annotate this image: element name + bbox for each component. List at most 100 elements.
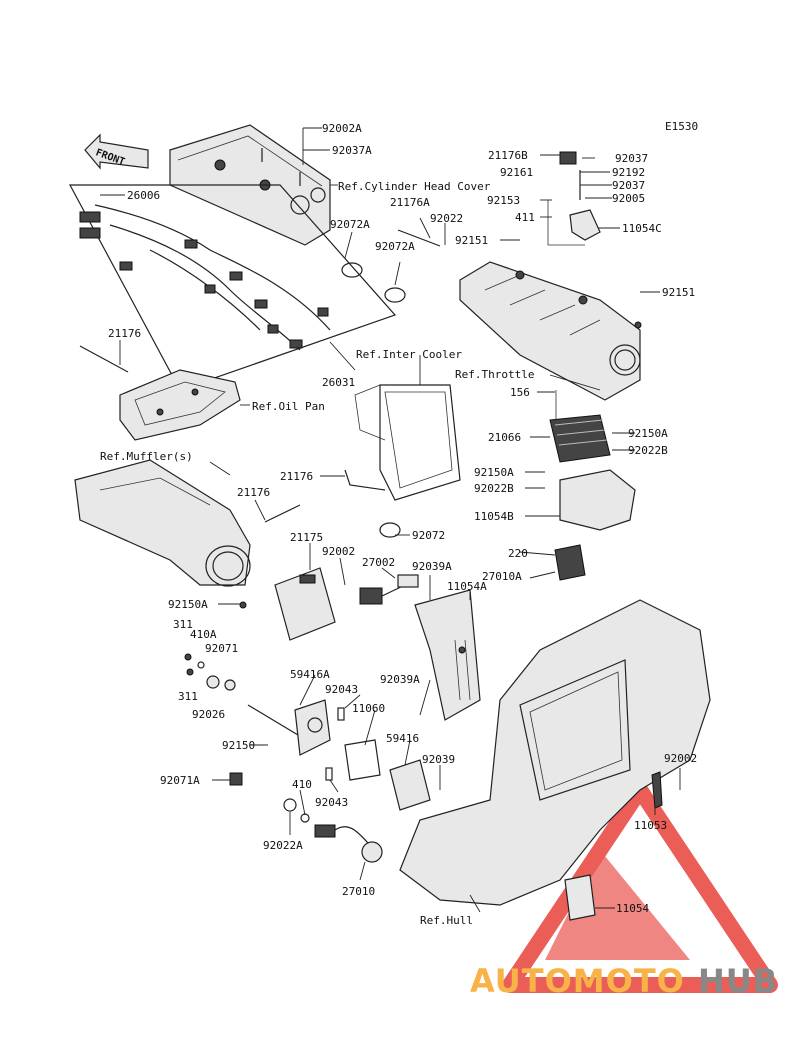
sensor-27010 [314, 824, 383, 863]
nut-311-b [186, 668, 194, 676]
part-label: 92002 [664, 752, 697, 765]
part-label: 92022B [628, 444, 668, 457]
bracket-11054c [547, 151, 601, 246]
clamp-92072a-left [341, 262, 363, 278]
part-label: 92161 [500, 166, 533, 179]
part-label: 92022 [430, 212, 463, 225]
part-label: 92039 [422, 753, 455, 766]
washer-92150a-ecu [239, 601, 247, 609]
bracket-11054a [414, 589, 481, 721]
part-label: 21176 [108, 327, 141, 340]
watermark-auto: AUTOMOTO [470, 962, 685, 1000]
part-label: 92150A [628, 427, 668, 440]
watermark-text: AUTOMOTO HUB [470, 962, 778, 1000]
part-label: 92043 [325, 683, 358, 696]
ref-cylinder-head-cover: Ref.Cylinder Head Cover [338, 180, 491, 193]
part-label: 21066 [488, 431, 521, 444]
sensor-21176-cooler [344, 469, 386, 491]
sensor-21176-oilpan [79, 345, 129, 373]
part-label: 11054 [616, 902, 649, 915]
part-label: 59416A [290, 668, 330, 681]
clamp-92072a-right [384, 287, 406, 303]
clamp-92072 [379, 522, 401, 538]
part-label: 92026 [192, 708, 225, 721]
inter-cooler [354, 384, 461, 501]
watermark-hub: HUB [698, 962, 778, 1000]
bracket-11054b [559, 469, 636, 531]
part-label: 21175 [290, 531, 323, 544]
part-label: 92151 [662, 286, 695, 299]
ref-inter-cooler: Ref.Inter Cooler [356, 348, 462, 361]
part-label: 92150 [222, 739, 255, 752]
regulator-21066 [549, 390, 611, 463]
bracket-11053 [651, 771, 663, 809]
part-label: 21176B [488, 149, 528, 162]
muffler [74, 459, 251, 587]
collar-92026 [206, 675, 220, 689]
gasket-11060 [344, 739, 381, 781]
part-label: 21176A [390, 196, 430, 209]
part-label: 410A [190, 628, 217, 641]
part-label: 92072A [375, 240, 415, 253]
washer-410 [300, 813, 310, 823]
ref-oil-pan: Ref.Oil Pan [252, 400, 325, 413]
main-harness [68, 184, 397, 391]
connector-27002 [359, 574, 419, 605]
part-label: 92037 [615, 152, 648, 165]
coil-59416 [389, 759, 431, 811]
part-label: 311 [173, 618, 193, 631]
part-label: 92022B [474, 482, 514, 495]
ref-mufflers: Ref.Muffler(s) [100, 450, 193, 463]
nut-311-a [184, 653, 192, 661]
bracket-11054 [564, 874, 596, 921]
part-label: 92072A [330, 218, 370, 231]
grommet-92071 [224, 679, 236, 691]
part-label: 92039A [380, 673, 420, 686]
part-label: 11054A [447, 580, 487, 593]
part-label: 410 [292, 778, 312, 791]
collar-92043-b [325, 767, 333, 781]
part-label: 27010 [342, 885, 375, 898]
part-label: 311 [178, 690, 198, 703]
oil-pan [119, 369, 241, 441]
part-label: 11054B [474, 510, 514, 523]
part-label: 92002A [322, 122, 362, 135]
sensor-21176a [397, 229, 441, 247]
sensor-21176-muffler [264, 504, 301, 523]
part-label: 92071 [205, 642, 238, 655]
washer-410a [197, 661, 205, 669]
grommet-92071a [229, 772, 243, 786]
part-label: 11060 [352, 702, 385, 715]
front-arrow-icon: FRONT [84, 133, 149, 170]
relay-27010a [554, 544, 586, 581]
part-label: 92039A [412, 560, 452, 573]
part-label: 220 [508, 547, 528, 560]
part-label: 92192 [612, 166, 645, 179]
ref-throttle: Ref.Throttle [455, 368, 534, 381]
part-label: 92072 [412, 529, 445, 542]
leader-lines [100, 127, 681, 913]
part-label: 21176 [237, 486, 270, 499]
part-label: 92022A [263, 839, 303, 852]
part-label: 59416 [386, 732, 419, 745]
hull [399, 599, 711, 906]
ecu-21175 [274, 567, 336, 641]
throttle-manifold [459, 261, 642, 401]
part-label: 156 [510, 386, 530, 399]
part-label: 27002 [362, 556, 395, 569]
part-label: 411 [515, 211, 535, 224]
part-label: 92151 [455, 234, 488, 247]
part-label: 21176 [280, 470, 313, 483]
part-label: 92150A [474, 466, 514, 479]
ref-hull: Ref.Hull [420, 914, 473, 927]
part-label: 27010A [482, 570, 522, 583]
part-label: 92037A [332, 144, 372, 157]
collar-92043-a [337, 707, 345, 721]
part-label: 11053 [634, 819, 667, 832]
part-label: 92002 [322, 545, 355, 558]
holder-59416a [247, 699, 331, 756]
part-label: 92153 [487, 194, 520, 207]
part-label: 11054C [622, 222, 662, 235]
part-label: 92005 [612, 192, 645, 205]
